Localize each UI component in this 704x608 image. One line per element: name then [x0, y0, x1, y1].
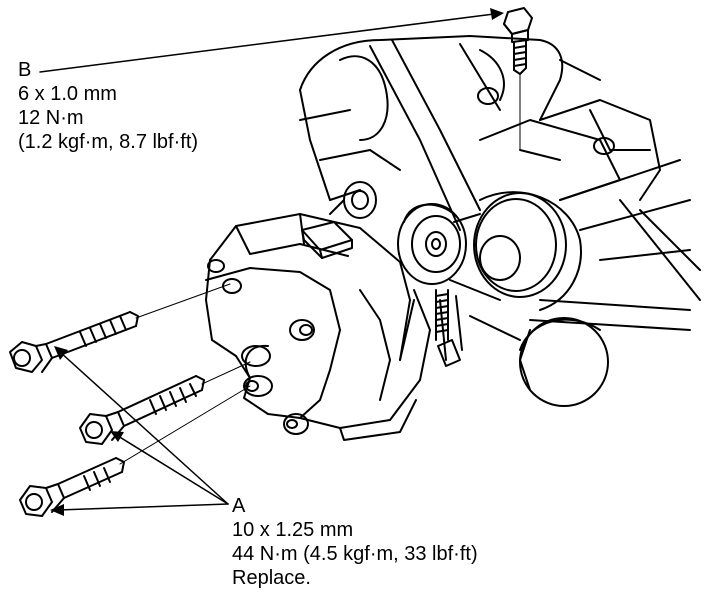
bolt-b — [503, 7, 533, 151]
engine-block — [299, 35, 701, 331]
callout-b-torque-alt: (1.2 kgf·m, 8.7 lbf·ft) — [18, 131, 199, 153]
leader-lines — [39, 13, 495, 511]
callout-b-size: 6 x 1.0 mm — [18, 83, 117, 105]
bolt-a-2 — [79, 361, 251, 445]
lower-pulley — [519, 317, 609, 407]
drive-belt — [439, 213, 521, 361]
small-idler — [329, 181, 377, 219]
tensioner-rod — [435, 289, 461, 367]
arrow-b — [490, 8, 504, 20]
callout-a-torque: 44 N·m (4.5 kgf·m, 33 lbf·ft) — [232, 543, 478, 565]
arrowheads — [50, 8, 504, 516]
arrow-a-1 — [54, 346, 68, 360]
callout-a-size: 10 x 1.25 mm — [232, 519, 354, 541]
callout-a-letter: A — [232, 495, 246, 517]
arrow-a-3 — [50, 504, 64, 516]
callout-b-letter: B — [18, 59, 32, 81]
water-pump-pulley — [473, 191, 582, 311]
engine-mount-bracket — [205, 213, 431, 441]
callout-b-torque: 12 N·m — [18, 107, 84, 129]
arrow-a-2 — [110, 431, 124, 442]
callout-a-note: Replace. — [232, 567, 311, 589]
bolt-a-1 — [9, 283, 231, 373]
callout-a: A 10 x 1.25 mm 44 N·m (4.5 kgf·m, 33 lbf… — [232, 494, 478, 590]
callout-b: B 6 x 1.0 mm 12 N·m (1.2 kgf·m, 8.7 lbf·… — [18, 58, 198, 154]
idler-pulley — [397, 203, 467, 285]
